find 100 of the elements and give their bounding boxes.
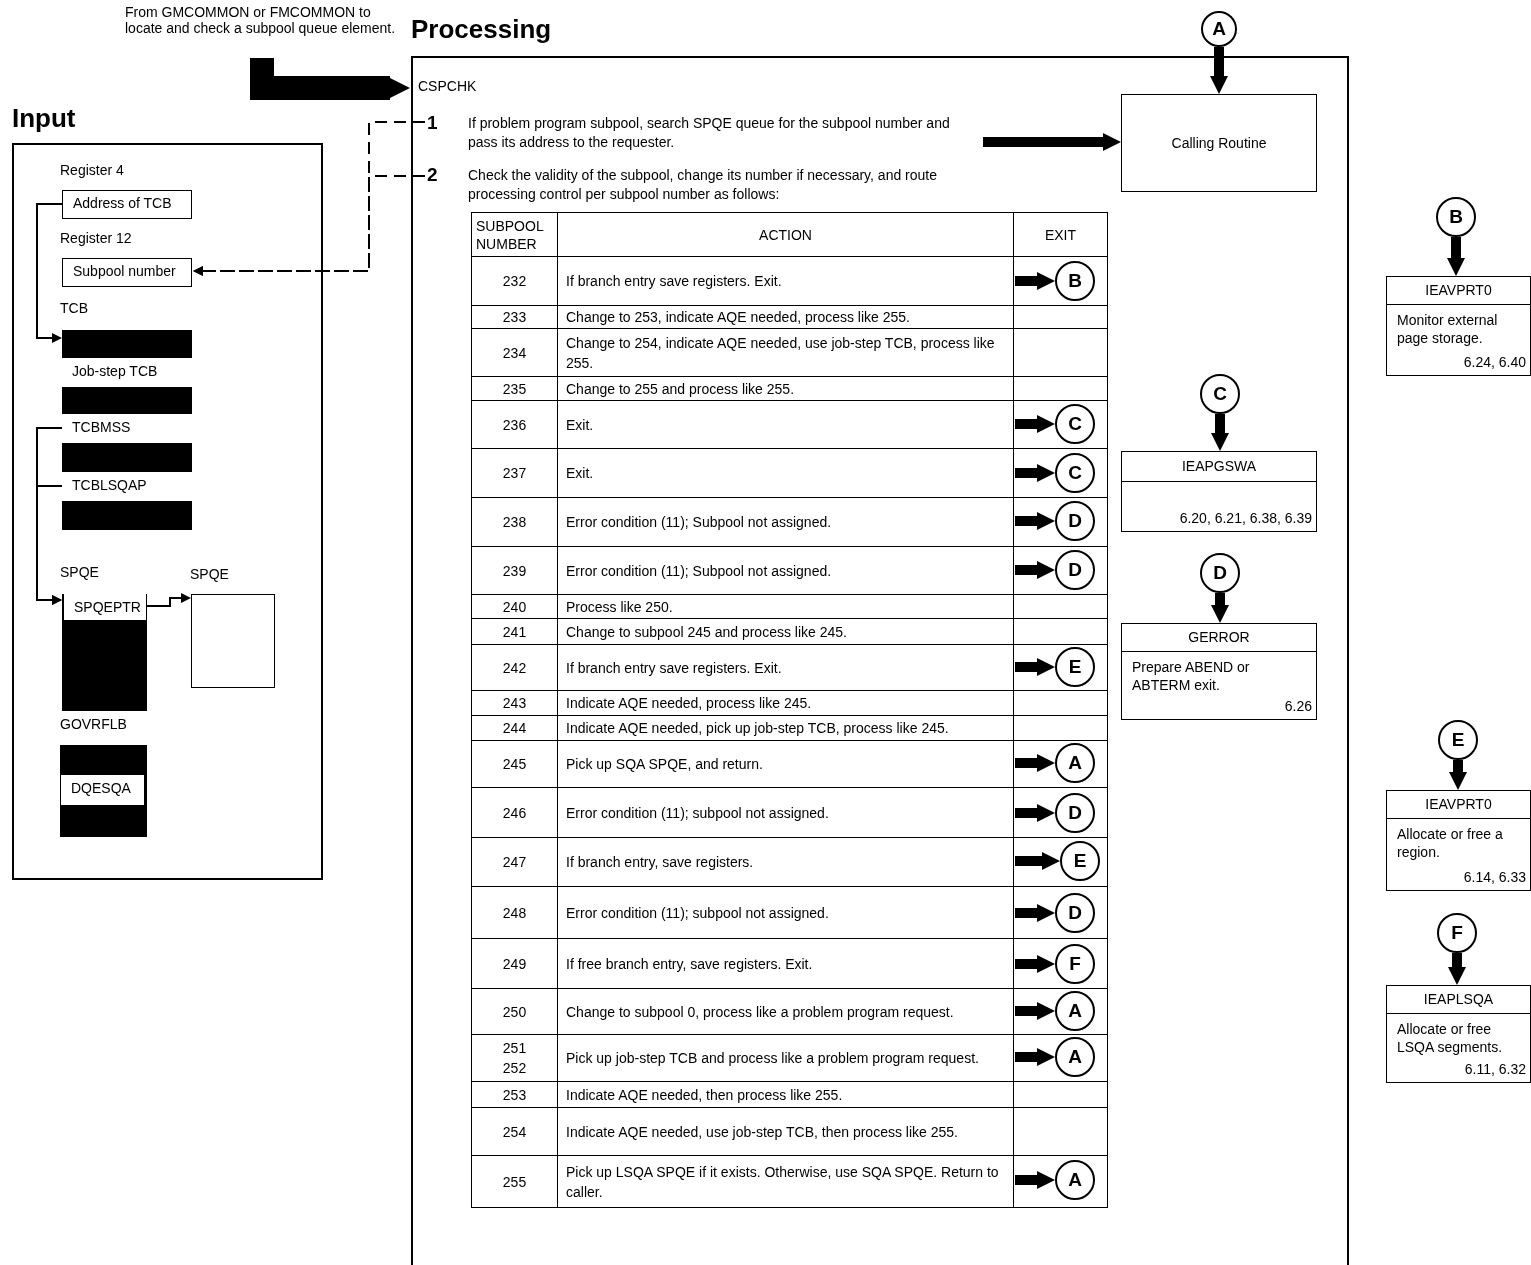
connector-circle: C <box>1055 404 1095 444</box>
column-header: SUBPOOL NUMBER <box>471 212 558 257</box>
panel-title: Processing <box>411 14 552 45</box>
arrow <box>1015 561 1055 579</box>
routine-description: Monitor external page storage. <box>1396 311 1499 347</box>
connector-circle: A <box>1055 1037 1095 1077</box>
block-label: TCB <box>60 300 88 316</box>
subpool-number: 235 <box>501 380 528 397</box>
block-label: SPQE <box>60 564 99 580</box>
action-text: If free branch entry, save registers. Exit. <box>557 938 1014 989</box>
subpool-number: 232 <box>501 273 528 289</box>
arrow <box>1015 1048 1055 1066</box>
connector-circle: E <box>1060 841 1100 881</box>
subpool-number: 247 <box>501 854 528 870</box>
connector-circle: A <box>1055 743 1095 783</box>
action-text: If branch entry save registers. Exit. <box>557 644 1014 691</box>
arrow <box>1015 512 1055 530</box>
register-field: Address of TCB <box>62 190 192 219</box>
action-text: Change to 253, indicate AQE needed, process like 255. <box>557 305 1014 329</box>
routine-name: CSPCHK <box>418 78 488 98</box>
connector-circle: D <box>1055 550 1095 590</box>
arrow <box>1015 272 1055 290</box>
connector-circle: D <box>1055 893 1095 933</box>
arrow <box>1015 1002 1055 1020</box>
arrow <box>1211 414 1229 451</box>
subpool-number: 253 <box>501 1086 528 1103</box>
subpool-number: 254 <box>501 1123 528 1140</box>
arrow <box>1447 237 1465 276</box>
subpool-number: 250 <box>501 1003 528 1020</box>
action-text: Pick up SQA SPQE, and return. <box>557 740 1014 788</box>
arrow <box>1015 415 1055 433</box>
action-text: Error condition (11); Subpool not assigned. <box>557 497 1014 547</box>
subpool-number: 234 <box>501 344 528 361</box>
connector-circle: B <box>1436 197 1476 237</box>
action-text: If branch entry, save registers. <box>557 837 1014 887</box>
column-header: EXIT <box>1013 212 1108 257</box>
field-name: Job-step TCB <box>62 358 192 387</box>
step-number: 2 <box>427 164 438 186</box>
column-header: ACTION <box>557 212 1014 257</box>
subpool-number: 245 <box>501 756 528 772</box>
action-text: Error condition (11); subpool not assigned. <box>557 787 1014 838</box>
connector-circle: D <box>1055 793 1095 833</box>
arrow <box>1015 658 1055 676</box>
action-text: Error condition (11); subpool not assigned. <box>557 886 1014 939</box>
block-label: SPQE <box>190 566 229 582</box>
subpool-number: 241 <box>501 623 528 640</box>
action-text: Indicate AQE needed, pick up job-step TCB, process like 245. <box>557 715 1014 741</box>
page-reference: 6.11, 6.32 <box>1464 1061 1526 1077</box>
subpool-number: 252 <box>501 1060 528 1076</box>
connector-circle: A <box>1201 11 1237 47</box>
subpool-number: 243 <box>501 695 528 711</box>
field-name: TCBMSS <box>62 414 192 443</box>
connector-circle: A <box>1055 1160 1095 1200</box>
arrow <box>1015 852 1060 870</box>
subpool-number: 237 <box>501 465 528 481</box>
routine-description: Prepare ABEND or ABTERM exit. <box>1131 658 1251 694</box>
page-reference: 6.20, 6.21, 6.38, 6.39 <box>1179 510 1312 526</box>
step-text: Check the validity of the subpool, change its number if necessary, and route processing control per subpool number as follows: <box>468 166 938 204</box>
action-text: Pick up LSQA SPQE if it exists. Otherwise, use SQA SPQE. Return to caller. <box>557 1155 1014 1208</box>
routine-box: Calling Routine <box>1121 94 1317 192</box>
action-text: Exit. <box>557 400 1014 449</box>
action-text: Error condition (11); Subpool not assigned. <box>557 546 1014 595</box>
connector-circle: F <box>1055 944 1095 984</box>
connector-circle: C <box>1055 453 1095 493</box>
connector-circle: B <box>1055 261 1095 301</box>
subpool-number: 248 <box>501 904 528 921</box>
action-text: Indicate AQE needed, process like 245. <box>557 690 1014 716</box>
arrow <box>36 203 63 343</box>
action-text: Pick up job-step TCB and process like a problem program request. <box>557 1034 1014 1082</box>
arrow <box>1015 955 1055 973</box>
connector-circle: D <box>1200 553 1240 593</box>
arrow <box>36 485 63 605</box>
action-text: Process like 250. <box>557 594 1014 619</box>
subpool-number: 249 <box>501 955 528 972</box>
connector-circle: E <box>1438 720 1478 760</box>
subpool-number: 236 <box>501 416 528 433</box>
action-text: If branch entry save registers. Exit. <box>557 256 1014 306</box>
page-reference: 6.14, 6.33 <box>1463 869 1526 885</box>
page-reference: 6.24, 6.40 <box>1463 354 1526 370</box>
subpool-number: 242 <box>501 659 528 676</box>
block-label: Register 4 <box>60 162 124 178</box>
arrow <box>1015 464 1055 482</box>
subpool-number: 255 <box>501 1173 528 1190</box>
block-label: GOVRFLB <box>60 716 127 732</box>
subpool-number: 244 <box>501 720 528 736</box>
step-number: 1 <box>427 112 438 134</box>
arrow <box>983 133 1121 151</box>
page-reference: 6.26 <box>1284 698 1312 714</box>
arrow <box>1448 953 1466 985</box>
connector-circle: A <box>1055 991 1095 1031</box>
action-text: Indicate AQE needed, use job-step TCB, then process like 255. <box>557 1107 1014 1156</box>
module-name: IEAVPRT0 <box>1387 277 1530 305</box>
module-name: GERROR <box>1122 624 1316 652</box>
entry-note: From GMCOMMON or FMCOMMON to locate and check a subpool queue element. <box>125 4 397 58</box>
arrow <box>1210 47 1228 94</box>
arrow <box>1015 804 1055 822</box>
connector-circle: F <box>1437 913 1477 953</box>
dashed-arrow <box>193 175 426 276</box>
panel-title: Input <box>12 103 76 134</box>
module-name: IEAPLSQA <box>1387 986 1530 1014</box>
